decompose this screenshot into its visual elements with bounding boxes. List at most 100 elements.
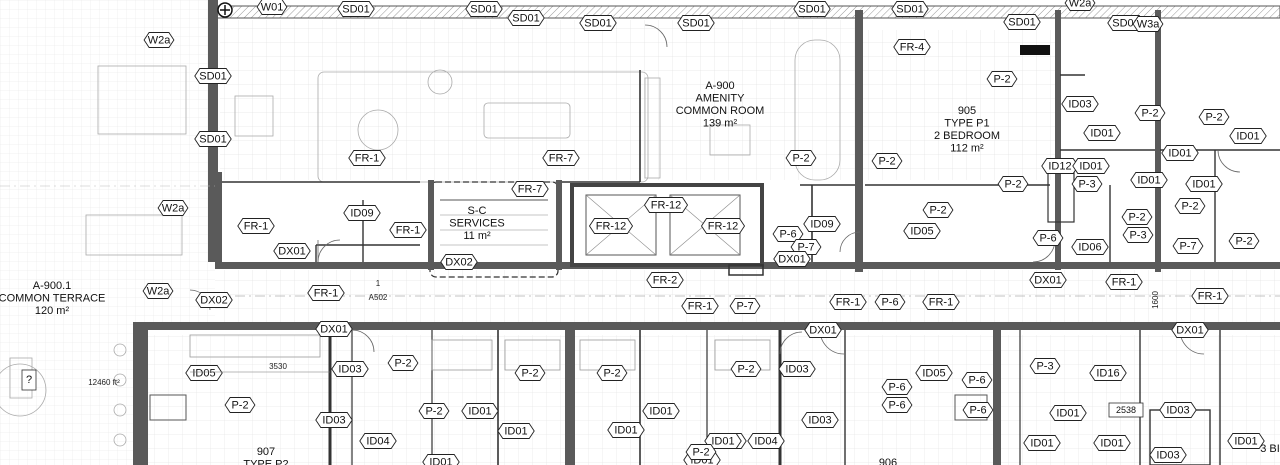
tag-label: SD01 [512,13,540,25]
tag-outline [829,294,867,310]
tag-label: ID03 [338,364,361,376]
tag-outline [185,365,223,381]
element-tag: FR-1 [1191,288,1229,304]
tag-label: ID09 [350,208,373,220]
terrace-grid [0,0,215,330]
element-tag: P-2 [871,153,903,169]
element-tag: ID01 [704,433,742,449]
element-tag: ID04 [359,433,397,449]
tag-outline [497,423,535,439]
element-tag: SD01 [1003,14,1041,30]
element-tag: DX01 [1029,272,1067,288]
element-tag: ID03 [1149,447,1187,463]
tag-label: ID01 [429,457,452,465]
tag-outline [1185,176,1223,192]
tag-outline [579,15,617,31]
tag-label: P-2 [1004,179,1021,191]
element-tag: ID09 [343,205,381,221]
tag-label: FR-1 [688,301,712,313]
tag-outline [194,131,232,147]
tag-label: FR-7 [518,184,542,196]
tag-label: DX02 [200,295,228,307]
svg-text:2538: 2538 [1116,405,1136,415]
tag-outline [881,397,913,413]
tag-outline [422,454,460,465]
element-tag: ID01 [461,403,499,419]
tag-outline [1071,239,1109,255]
tag-outline [273,243,311,259]
dimension-3530: 3530 [269,362,287,371]
element-tag: FR-12 [588,218,634,234]
element-tag: DX02 [440,254,478,270]
tag-outline [1122,227,1154,243]
terrace-furniture [0,65,187,447]
tag-outline [1191,288,1229,304]
element-tag: P-3 [1122,227,1154,243]
tag-label: ID01 [711,436,734,448]
element-tag: ID01 [1049,405,1087,421]
element-tag: P-2 [997,176,1029,192]
tag-label: P-2 [692,447,709,459]
tag-label: P-6 [888,400,905,412]
tag-outline [961,372,993,388]
element-tag: SD01 [891,1,929,17]
element-tag: P-2 [730,361,762,377]
tag-outline [1029,358,1061,374]
tag-outline [1093,435,1131,451]
tag-label: SD01 [470,4,498,16]
room-label-line: 3 BI [1260,443,1280,455]
tag-label: P-2 [603,368,620,380]
tag-label: P-3 [1129,230,1146,242]
tag-label: ID01 [649,406,672,418]
tag-label: DX01 [1176,325,1204,337]
tag-label: P-6 [779,229,796,241]
svg-text:?: ? [26,374,32,386]
tag-label: ID01 [1079,161,1102,173]
element-tag: SD01 [194,68,232,84]
tag-label: FR-2 [653,275,677,287]
element-tag: ID01 [1185,176,1223,192]
tag-outline [793,1,831,17]
tag-label: FR-1 [396,225,420,237]
tag-outline [871,153,903,169]
element-tag: P-3 [1029,358,1061,374]
element-tag: ID12 [1041,158,1079,174]
element-tag: ID01 [497,423,535,439]
tag-label: P-6 [969,405,986,417]
tag-outline [607,422,645,438]
tag-outline [511,181,549,197]
element-tag: P-2 [596,365,628,381]
room-label-line: SERVICES [449,218,504,230]
tag-outline [1228,233,1260,249]
element-tag: ID01 [1093,435,1131,451]
tag-outline [642,403,680,419]
room-label-line: 112 m² [950,143,984,155]
tag-outline [729,298,761,314]
tag-outline [1023,435,1061,451]
tag-label: P-2 [521,368,538,380]
tag-label: FR-1 [1198,291,1222,303]
room-label-line: COMMON TERRACE [0,293,105,305]
element-tag: ID01 [1227,433,1265,449]
tag-outline [1089,365,1127,381]
element-tag: W2a [157,200,189,216]
tag-outline [1071,176,1103,192]
tag-label: ID03 [1068,99,1091,111]
element-tag: P-7 [1172,238,1204,254]
tag-label: P-2 [1235,236,1252,248]
element-tag: DX01 [804,322,842,338]
element-tag: DX02 [195,292,233,308]
tag-label: SD01 [1008,17,1036,29]
tag-outline [1132,16,1164,32]
tag-label: P-2 [394,358,411,370]
element-tag: P-7 [790,239,822,255]
element-tag: P-2 [224,397,256,413]
tag-label: ID03 [808,415,831,427]
tag-outline [681,298,719,314]
element-tag: P-2 [1134,105,1166,121]
room-label-line: 906 [879,457,897,465]
tag-outline [1083,125,1121,141]
room-label-line: 907 [257,446,275,458]
tag-label: P-6 [888,382,905,394]
